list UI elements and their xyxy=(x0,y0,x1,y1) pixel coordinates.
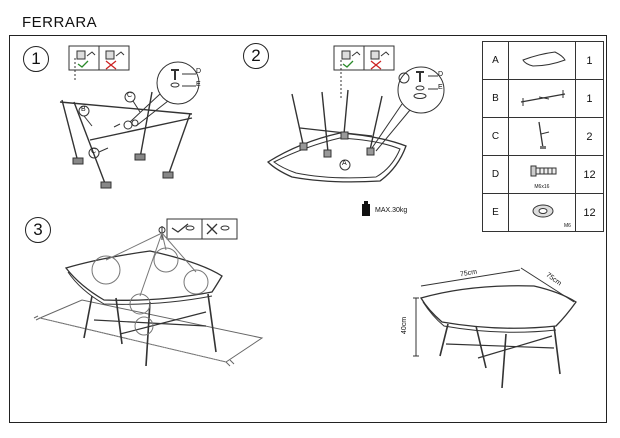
weight-icon xyxy=(362,201,370,216)
part-qty: 2 xyxy=(574,117,605,156)
step-1-number: 1 xyxy=(23,46,49,72)
part-qty: 1 xyxy=(574,41,605,80)
bolt-icon: M6x16 xyxy=(507,155,576,194)
bolt-size-label: M6x16 xyxy=(534,184,550,190)
parts-row-C: C 2 xyxy=(482,117,605,156)
part-qty: 12 xyxy=(574,193,605,232)
step-3-number: 3 xyxy=(25,217,51,243)
parts-row-A: A 1 xyxy=(482,41,605,80)
part-qty: 12 xyxy=(574,155,605,194)
part-letter: C xyxy=(482,117,509,156)
part-qty: 1 xyxy=(574,79,605,118)
document-title: FERRARA xyxy=(22,14,98,31)
step1-tool-hint-icon xyxy=(68,45,130,71)
parts-row-D: D M6x16 12 xyxy=(482,155,605,194)
callout-step1-C-top: C xyxy=(127,92,133,99)
part-letter: B xyxy=(482,79,509,118)
parts-list-table: A 1 B 1 C 2 D M6x16 12 xyxy=(482,41,605,232)
dimension-lines xyxy=(413,267,575,357)
part-letter: D xyxy=(482,155,509,194)
callout-step2-A: A xyxy=(342,160,347,167)
step3-table-drawing xyxy=(64,250,223,367)
step2-detail-bubble xyxy=(397,66,445,114)
table-top-icon xyxy=(507,41,576,80)
part-letter: A xyxy=(482,41,509,80)
callout-step1-D: D xyxy=(196,68,202,75)
washer-size-label: M6 xyxy=(563,223,571,229)
callout-step2-E: E xyxy=(438,84,443,91)
callout-step1-E: E xyxy=(196,81,201,88)
parts-row-E: E M6 12 xyxy=(482,193,605,232)
callout-step1-B: B xyxy=(81,106,86,113)
part-letter: E xyxy=(482,193,509,232)
step3-floor-rug xyxy=(33,299,264,367)
callout-step2-D: D xyxy=(438,71,444,78)
dimension-height: 40cm xyxy=(401,316,409,335)
sheet-border xyxy=(9,35,607,423)
leg-icon xyxy=(507,117,576,156)
step1-frame-drawing xyxy=(59,91,193,189)
step2-upside-down-drawing xyxy=(266,89,407,183)
step2-tool-hint-icon xyxy=(333,45,395,71)
step1-detail-bubble xyxy=(156,61,200,105)
cross-brace-icon xyxy=(507,79,576,118)
finished-table-drawing xyxy=(420,285,577,389)
callout-step1-C-bottom: C xyxy=(91,148,97,155)
step3-tool-hint-icon xyxy=(166,218,238,240)
max-load-label: MAX.30kg xyxy=(375,207,408,214)
step-2-number: 2 xyxy=(243,43,269,69)
washer-icon: M6 xyxy=(507,193,576,232)
parts-row-B: B 1 xyxy=(482,79,605,118)
